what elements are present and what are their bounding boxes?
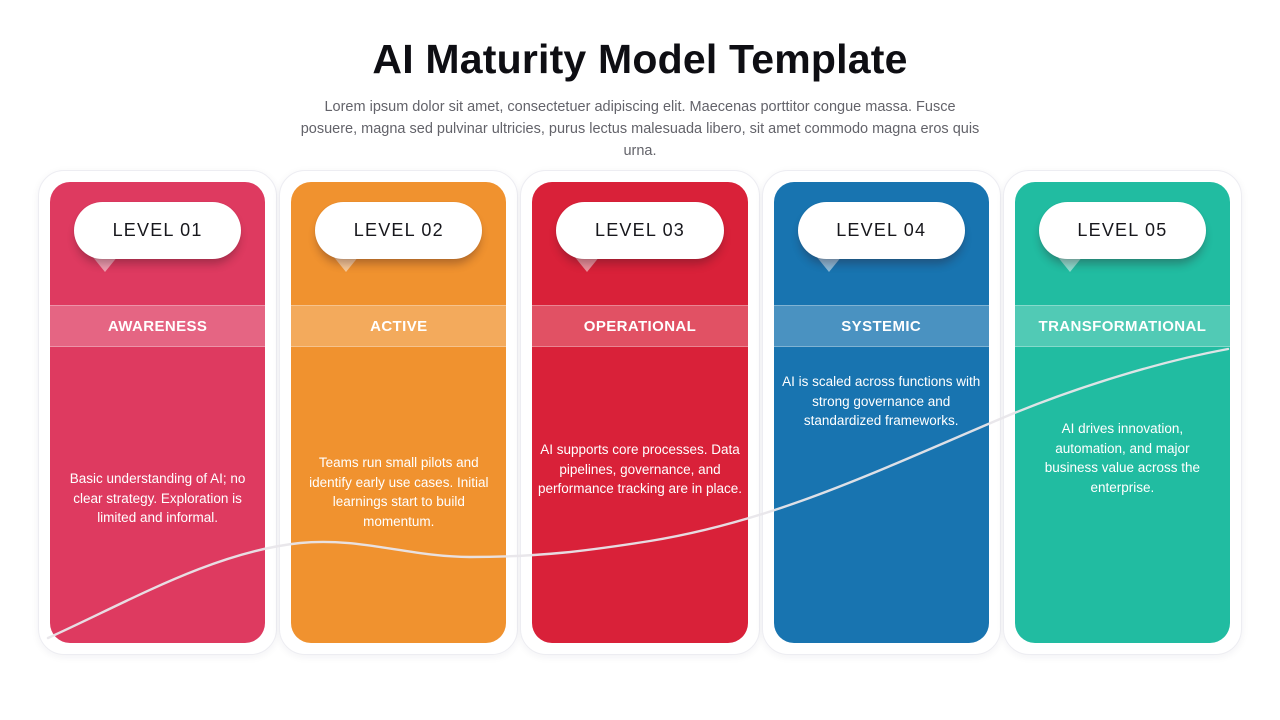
level-2-card: LEVEL 02 ACTIVE Teams run small pilots a… <box>291 182 507 643</box>
badge-pointer-icon <box>815 256 842 272</box>
badge-pointer-icon <box>333 256 360 272</box>
level-1-name: AWARENESS <box>50 305 266 347</box>
level-5-description: AI drives innovation, automation, and ma… <box>1044 421 1201 495</box>
level-1-badge: LEVEL 01 <box>74 202 242 259</box>
level-2-badge: LEVEL 02 <box>315 202 483 259</box>
level-5-badge: LEVEL 05 <box>1038 202 1207 259</box>
level-3-badge: LEVEL 03 <box>556 202 724 259</box>
level-5-name: TRANSFORMATIONAL <box>1014 305 1231 347</box>
page-title: AI Maturity Model Template <box>372 36 908 82</box>
level-1-card: LEVEL 01 AWARENESS Basic understanding o… <box>50 182 266 643</box>
level-5-column: LEVEL 05 TRANSFORMATIONAL AI drives inno… <box>1002 170 1243 655</box>
badge-pointer-icon <box>574 256 601 272</box>
level-1-column: LEVEL 01 AWARENESS Basic understanding o… <box>38 170 278 655</box>
level-4-badge: LEVEL 04 <box>797 202 965 259</box>
level-4-description: AI is scaled across functions with stron… <box>782 374 981 428</box>
level-3-description: AI supports core processes. Data pipelin… <box>537 442 743 496</box>
level-3-name: OPERATIONAL <box>532 305 748 347</box>
slide-header: AI Maturity Model Template Lorem ipsum d… <box>0 0 1280 162</box>
level-5-card: LEVEL 05 TRANSFORMATIONAL AI drives inno… <box>1014 182 1231 643</box>
level-4-name: SYSTEMIC <box>773 305 989 347</box>
badge-pointer-icon <box>1056 256 1083 272</box>
level-2-description: Teams run small pilots and identify earl… <box>309 455 489 529</box>
level-1-description: Basic understanding of AI; no clear stra… <box>69 471 246 525</box>
level-2-name: ACTIVE <box>291 305 507 347</box>
level-3-column: LEVEL 03 OPERATIONAL AI supports core pr… <box>520 170 760 655</box>
level-3-card: LEVEL 03 OPERATIONAL AI supports core pr… <box>532 182 748 643</box>
badge-pointer-icon <box>92 256 118 272</box>
level-2-column: LEVEL 02 ACTIVE Teams run small pilots a… <box>279 170 519 655</box>
level-4-card: LEVEL 04 SYSTEMIC AI is scaled across fu… <box>773 182 989 643</box>
maturity-columns: LEVEL 01 AWARENESS Basic understanding o… <box>38 170 1243 655</box>
level-4-column: LEVEL 04 SYSTEMIC AI is scaled across fu… <box>761 170 1001 655</box>
page-subtitle: Lorem ipsum dolor sit amet, consectetuer… <box>300 99 980 159</box>
